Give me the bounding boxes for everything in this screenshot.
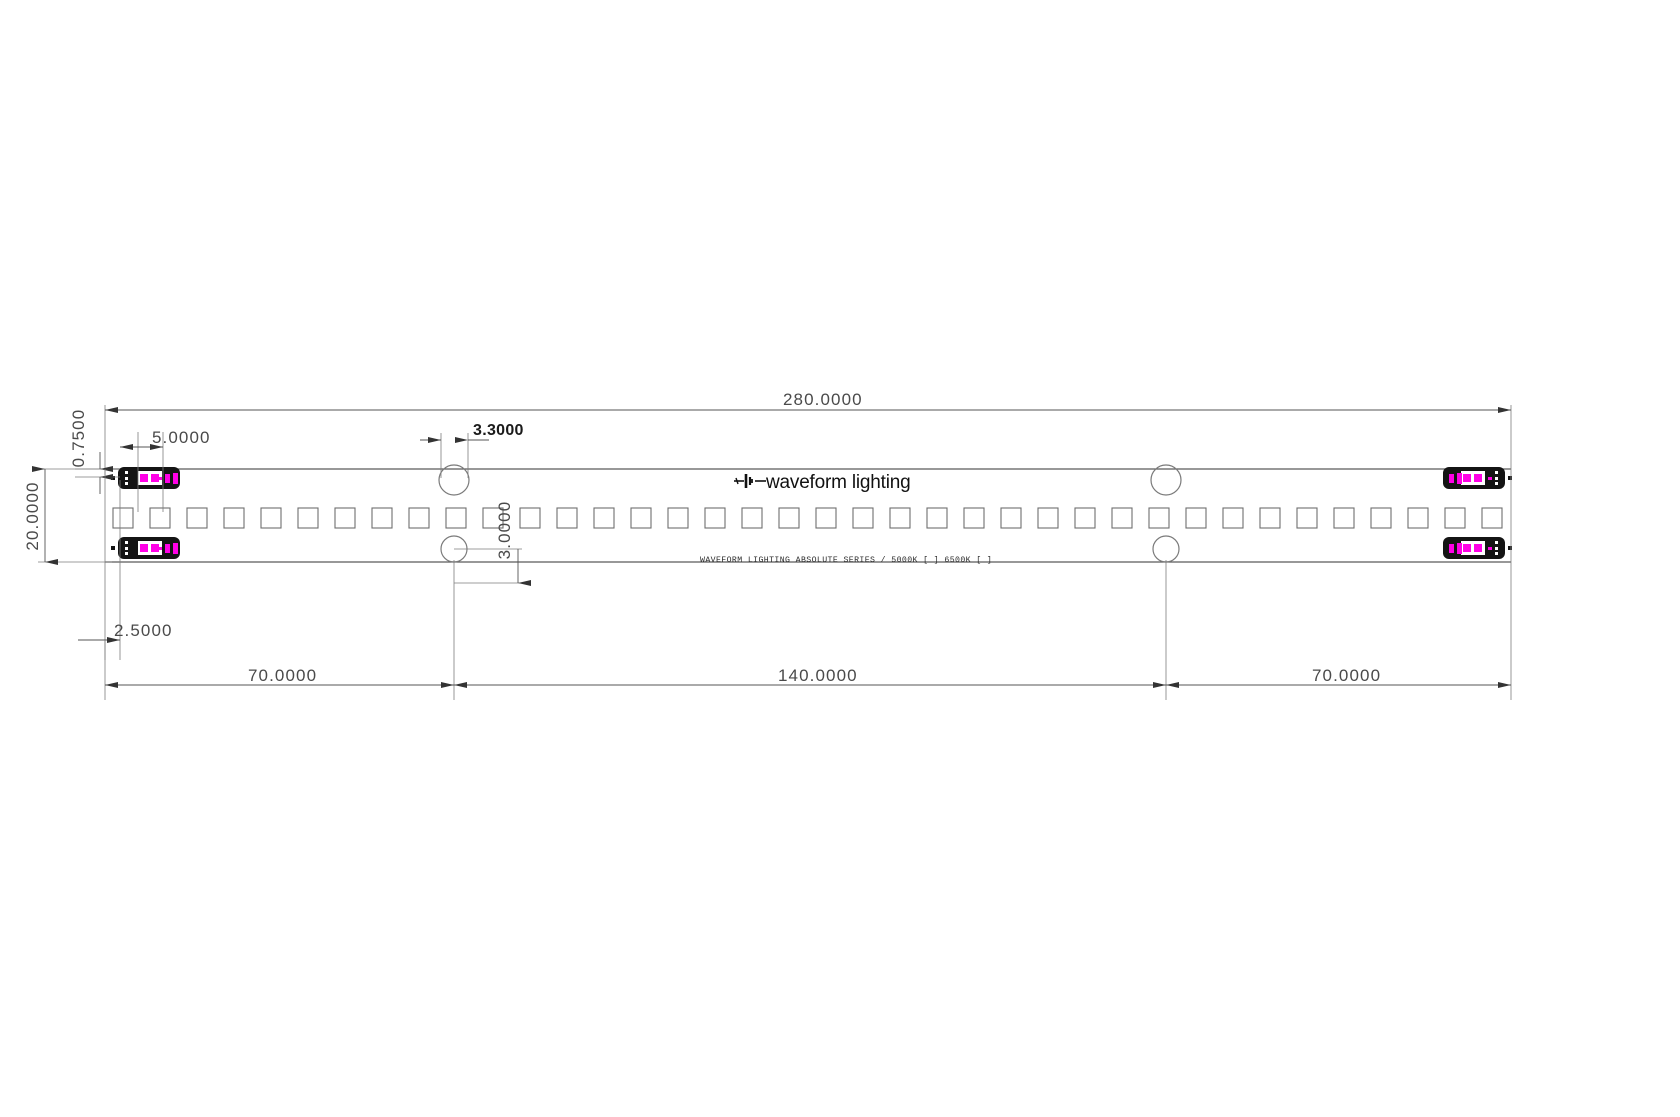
dimension-hole-diameter: 3.3000 xyxy=(420,422,524,478)
led-pad xyxy=(1222,507,1244,529)
dimension-pad-offset-top: 0.7500 xyxy=(69,409,120,494)
dimension-hole-offset-vertical: 3.0000 xyxy=(454,501,531,586)
led-pad xyxy=(1148,507,1170,529)
led-pad xyxy=(1407,507,1429,529)
led-pad xyxy=(630,507,652,529)
dimension-pad-pitch: 5.0000 xyxy=(120,428,211,512)
led-pad xyxy=(556,507,578,529)
led-pad xyxy=(1111,507,1133,529)
led-pad xyxy=(445,507,467,529)
led-pad xyxy=(815,507,837,529)
mounting-hole xyxy=(1150,464,1182,496)
led-pad-row xyxy=(112,507,1503,529)
mounting-hole xyxy=(438,464,470,496)
dimension-pad-pitch-label: 5.0000 xyxy=(152,428,211,447)
connector-pad-top-left xyxy=(111,467,180,489)
led-pad xyxy=(482,507,504,529)
led-pad xyxy=(741,507,763,529)
dimension-edge-offset-label: 2.5000 xyxy=(114,621,173,640)
dimension-board-height-label: 20.0000 xyxy=(23,481,42,550)
led-pad xyxy=(297,507,319,529)
led-pad xyxy=(593,507,615,529)
led-pad xyxy=(852,507,874,529)
led-pad xyxy=(1296,507,1318,529)
led-pad xyxy=(260,507,282,529)
connector-pad-top-right xyxy=(1443,467,1512,489)
silkscreen-label: WAVEFORM LIGHTING ABSOLUTE SERIES / 5000… xyxy=(700,555,992,565)
brand-label: waveform lighting xyxy=(765,472,910,493)
waveform-logo-icon xyxy=(734,474,766,488)
led-pad xyxy=(408,507,430,529)
dimension-segment-right-label: 70.0000 xyxy=(1312,666,1381,685)
connector-pad-bottom-right xyxy=(1443,537,1512,559)
led-pad xyxy=(889,507,911,529)
led-pad xyxy=(1259,507,1281,529)
led-pad xyxy=(1000,507,1022,529)
led-pad xyxy=(926,507,948,529)
led-pad xyxy=(186,507,208,529)
led-pad xyxy=(519,507,541,529)
dimension-hole-diameter-label: 3.3000 xyxy=(473,422,524,439)
pcb-outline-group xyxy=(105,468,1511,563)
dimension-board-height: 20.0000 xyxy=(23,466,112,565)
led-pad xyxy=(371,507,393,529)
dimension-bottom-segments: 70.0000 140.0000 70.0000 xyxy=(104,475,1512,700)
led-pad xyxy=(334,507,356,529)
led-pad xyxy=(1074,507,1096,529)
led-pad xyxy=(778,507,800,529)
silkscreen-group: waveform lighting WAVEFORM LIGHTING ABSO… xyxy=(700,472,992,565)
dimension-segment-center-label: 140.0000 xyxy=(778,666,858,685)
dimension-pad-offset-top-label: 0.7500 xyxy=(69,409,88,468)
led-pad xyxy=(1481,507,1503,529)
led-pad xyxy=(112,507,134,529)
dimension-overall-length-label: 280.0000 xyxy=(783,390,863,409)
led-pad xyxy=(1444,507,1466,529)
dimension-hole-offset-vertical-label: 3.0000 xyxy=(495,501,514,560)
led-pad xyxy=(1037,507,1059,529)
led-pad xyxy=(667,507,689,529)
led-pad xyxy=(223,507,245,529)
led-pad xyxy=(149,507,171,529)
mounting-hole xyxy=(1152,535,1180,563)
led-pad xyxy=(1333,507,1355,529)
led-pad xyxy=(1370,507,1392,529)
dimension-overall-length: 280.0000 xyxy=(104,390,1512,475)
dimension-segment-left-label: 70.0000 xyxy=(248,666,317,685)
dimension-edge-offset: 2.5000 xyxy=(78,469,173,660)
led-pad xyxy=(1185,507,1207,529)
led-pad xyxy=(963,507,985,529)
connector-pad-bottom-left xyxy=(111,537,180,559)
led-pad xyxy=(704,507,726,529)
